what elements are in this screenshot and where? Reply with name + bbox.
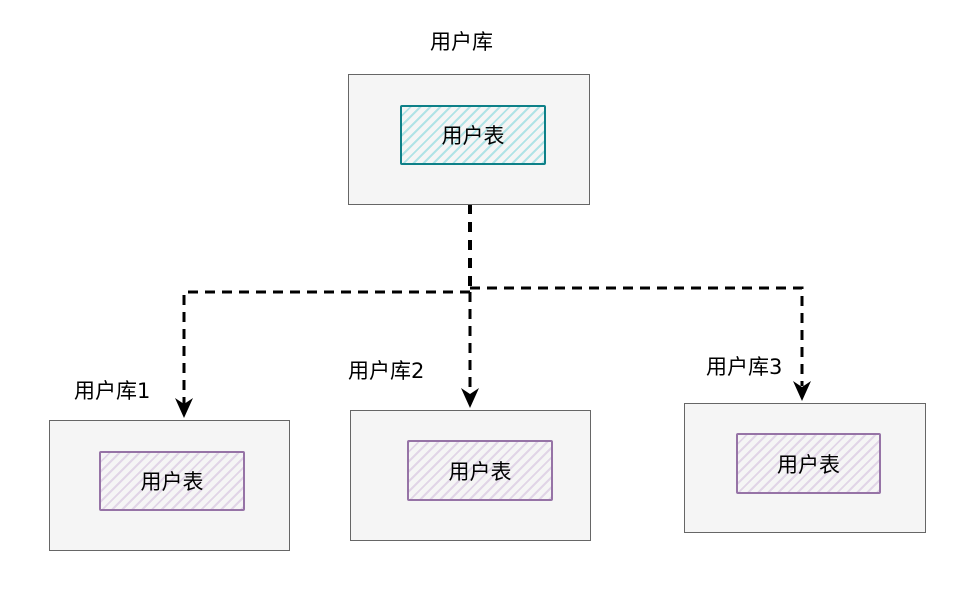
shard1-db-label: 用户库1	[74, 379, 151, 403]
arrowhead-shard1	[175, 398, 193, 418]
shard3-user-table[interactable]: 用户表	[736, 433, 881, 494]
shard1-user-table[interactable]: 用户表	[99, 451, 245, 511]
shard3-db-label: 用户库3	[706, 355, 783, 379]
arrowhead-shard2	[461, 388, 479, 408]
main-db-label: 用户库	[430, 30, 493, 54]
shard3-user-table-label: 用户表	[777, 452, 840, 477]
main-user-table[interactable]: 用户表	[400, 105, 546, 165]
shard1-user-table-label: 用户表	[140, 470, 204, 494]
shard2-db-label: 用户库2	[348, 359, 425, 383]
connector-to-shard1	[182, 290, 470, 404]
arrowhead-shard3	[793, 381, 811, 401]
shard2-user-table-label: 用户表	[448, 459, 512, 484]
main-user-table-label: 用户表	[441, 124, 505, 148]
shard2-user-table[interactable]: 用户表	[407, 440, 553, 501]
connector-to-shard3	[470, 286, 804, 386]
